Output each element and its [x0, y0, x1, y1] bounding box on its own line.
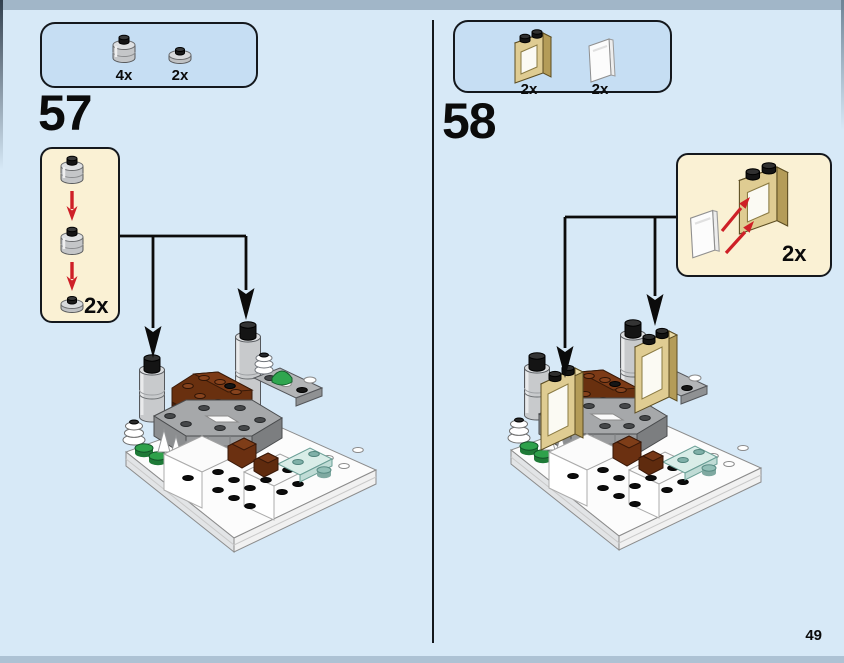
- round-brick-1x1-icon: [60, 155, 84, 184]
- part-qty-label: 4x: [115, 67, 133, 84]
- callout-box-step-57: 2x: [40, 147, 120, 323]
- round-brick-1x1-icon: [112, 34, 136, 63]
- page-edge-right: [841, 0, 844, 130]
- round-plate-1x1-icon: [168, 47, 192, 64]
- page-number: 49: [805, 627, 822, 644]
- column-divider: [432, 20, 435, 643]
- page-edge-left: [0, 0, 3, 170]
- step-number-58: 58: [442, 93, 497, 149]
- window-frame-1x2x2-icon: [738, 162, 790, 235]
- callout-57-assembly: [60, 155, 84, 313]
- model-render-step-58: [477, 310, 783, 562]
- red-insert-arrow-icon: [720, 197, 750, 233]
- page-edge-bottom: [0, 656, 844, 663]
- black-down-arrow-icon: [646, 294, 664, 326]
- part-qty-label: 2x: [171, 67, 189, 84]
- step-number-57: 57: [38, 85, 93, 141]
- red-down-arrow-icon: [66, 191, 78, 221]
- round-plate-1x1-icon: [60, 296, 84, 313]
- model-render-step-57: [92, 312, 398, 564]
- callout-box-step-58: 2x: [676, 153, 832, 277]
- page-edge-top: [0, 0, 844, 10]
- connector-lines-step-58: [563, 215, 676, 348]
- parts-box-step-57: 4x 2x: [40, 22, 258, 88]
- connector-lines-step-57: [120, 234, 248, 328]
- black-down-arrow-icon: [144, 326, 162, 358]
- black-down-arrow-icon: [556, 346, 574, 378]
- black-down-arrow-icon: [237, 288, 255, 320]
- red-insert-arrow-icon: [724, 221, 754, 255]
- window-glass-icon: [588, 38, 616, 83]
- parts-box-58-icons: [513, 29, 616, 84]
- callout-58-assembly: [690, 162, 790, 259]
- round-brick-1x1-icon: [60, 226, 84, 255]
- parts-box-57-icons: [112, 34, 192, 64]
- parts-box-step-58: 2x 2x: [453, 20, 672, 97]
- window-glass-icon: [690, 209, 720, 259]
- window-frame-1x2x2-icon: [513, 29, 553, 84]
- callout-qty-label: 2x: [782, 241, 807, 266]
- part-qty-label: 2x: [520, 81, 538, 98]
- part-qty-label: 2x: [591, 81, 609, 98]
- red-down-arrow-icon: [66, 262, 78, 291]
- callout-qty-label: 2x: [84, 293, 109, 318]
